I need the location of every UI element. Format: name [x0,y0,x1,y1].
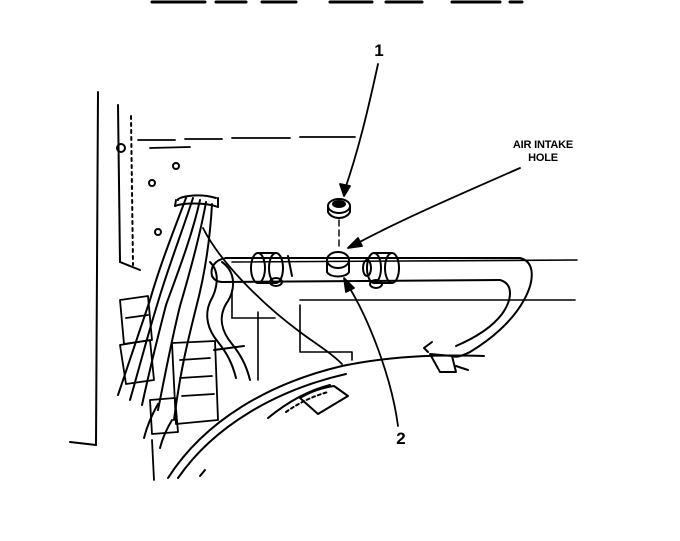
fill-hose [210,257,533,358]
leader-line-air-intake [347,167,521,249]
cabinet-top-edge [137,136,356,149]
air-intake-hole-label: AIR INTAKE HOLE [498,139,588,165]
wire-harness [117,194,219,449]
right-hose-clamp [362,252,400,289]
hose-bracket [423,341,469,373]
air-intake-hole [326,251,350,278]
callout-1-label: 1 [374,41,384,60]
ground-wire [202,227,343,365]
intake-plug-cap [327,198,351,219]
leader-line-2 [343,277,399,427]
air-intake-label-line1: AIR INTAKE [512,139,574,151]
leader-line-1 [339,63,379,197]
callout-2-label: 2 [396,429,406,448]
cabinet-side-panel [69,91,180,446]
terminal-block [119,295,219,481]
left-hose-clamp [250,252,293,287]
air-intake-label-line2: HOLE [528,152,558,164]
